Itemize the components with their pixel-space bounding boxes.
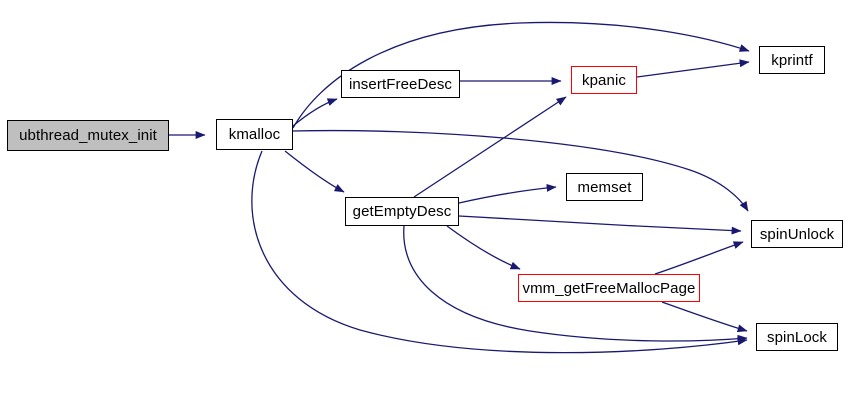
edge-vmm_getFreeMallocPage-spinLock xyxy=(661,301,748,333)
edge-getEmptyDesc-spinLock xyxy=(403,225,748,343)
node-label-insertFreeDesc: insertFreeDesc xyxy=(348,75,453,93)
edge-getEmptyDesc-spinUnlock xyxy=(458,215,742,235)
node-label-getEmptyDesc: getEmptyDesc xyxy=(352,203,452,220)
node-kmalloc[interactable]: kmalloc xyxy=(216,119,293,150)
node-spinUnlock[interactable]: spinUnlock xyxy=(751,220,843,248)
edge-kpanic-kprintf xyxy=(636,59,750,78)
node-ubthread_mutex_init[interactable]: ubthread_mutex_init xyxy=(7,120,169,151)
node-insertFreeDesc[interactable]: insertFreeDesc xyxy=(341,70,460,98)
node-label-kprintf: kprintf xyxy=(771,51,813,69)
node-label-ubthread_mutex_init: ubthread_mutex_init xyxy=(19,127,157,144)
edge-getEmptyDesc-vmm_getFreeMallocPage xyxy=(446,225,521,270)
node-vmm_getFreeMallocPage[interactable]: vmm_getFreeMallocPage xyxy=(518,274,700,302)
edge-kmalloc-spinLock xyxy=(251,150,748,354)
node-getEmptyDesc[interactable]: getEmptyDesc xyxy=(345,197,459,226)
node-memset[interactable]: memset xyxy=(566,173,643,201)
node-label-vmm_getFreeMallocPage: vmm_getFreeMallocPage xyxy=(522,279,696,297)
node-label-spinUnlock: spinUnlock xyxy=(759,225,835,243)
edge-kmalloc-insertFreeDesc xyxy=(292,98,338,127)
node-spinLock[interactable]: spinLock xyxy=(756,323,838,351)
edge-kmalloc-spinUnlock xyxy=(292,129,749,212)
node-label-kmalloc: kmalloc xyxy=(228,126,281,143)
edge-kmalloc-kprintf xyxy=(292,21,750,129)
node-kpanic[interactable]: kpanic xyxy=(571,66,637,94)
node-kprintf[interactable]: kprintf xyxy=(759,46,825,74)
node-label-spinLock: spinLock xyxy=(766,328,827,346)
edge-getEmptyDesc-kpanic xyxy=(413,96,567,198)
node-label-kpanic: kpanic xyxy=(582,71,626,89)
node-label-memset: memset xyxy=(577,178,632,196)
edge-kmalloc-getEmptyDesc xyxy=(284,150,345,193)
edge-getEmptyDesc-memset xyxy=(458,183,557,204)
edge-vmm_getFreeMallocPage-spinUnlock xyxy=(654,241,744,275)
